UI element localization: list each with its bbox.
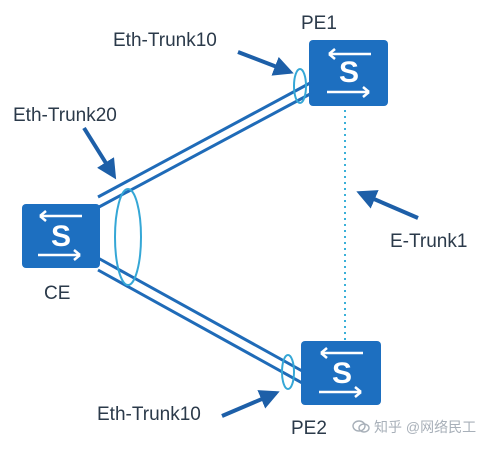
- eth-trunk10-pe2-marker: [281, 354, 295, 390]
- arrow-icon: [237, 50, 294, 76]
- link-ce-pe1: [97, 80, 313, 209]
- arrow-icon: [356, 190, 419, 220]
- switch-glyph: S: [339, 56, 359, 89]
- eth-trunk10-bottom-label: Eth-Trunk10: [97, 404, 201, 425]
- switch-icon: S: [309, 40, 388, 106]
- switch-icon: S: [301, 341, 381, 405]
- eth-trunk20-marker: [114, 188, 142, 286]
- arrow-icon: [221, 390, 280, 418]
- e-trunk1-label: E-Trunk1: [390, 231, 468, 252]
- watermark-text: 知乎 @网络民工: [374, 419, 477, 435]
- arrow-icon: [82, 126, 117, 180]
- eth-trunk10-top-label: Eth-Trunk10: [113, 30, 217, 51]
- ce-label: CE: [44, 283, 71, 304]
- watermark-chat-icon: [352, 420, 370, 433]
- switch-glyph: S: [332, 357, 352, 390]
- pe2-label: PE2: [291, 418, 327, 439]
- pe1-label: PE1: [301, 13, 337, 34]
- watermark: 知乎 @网络民工: [352, 417, 476, 437]
- switch-glyph: S: [51, 220, 71, 253]
- eth-trunk10-pe1-marker: [293, 68, 307, 104]
- switch-icon: S: [22, 204, 100, 268]
- eth-trunk20-label: Eth-Trunk20: [13, 105, 117, 126]
- link-ce-pe2: [97, 256, 305, 386]
